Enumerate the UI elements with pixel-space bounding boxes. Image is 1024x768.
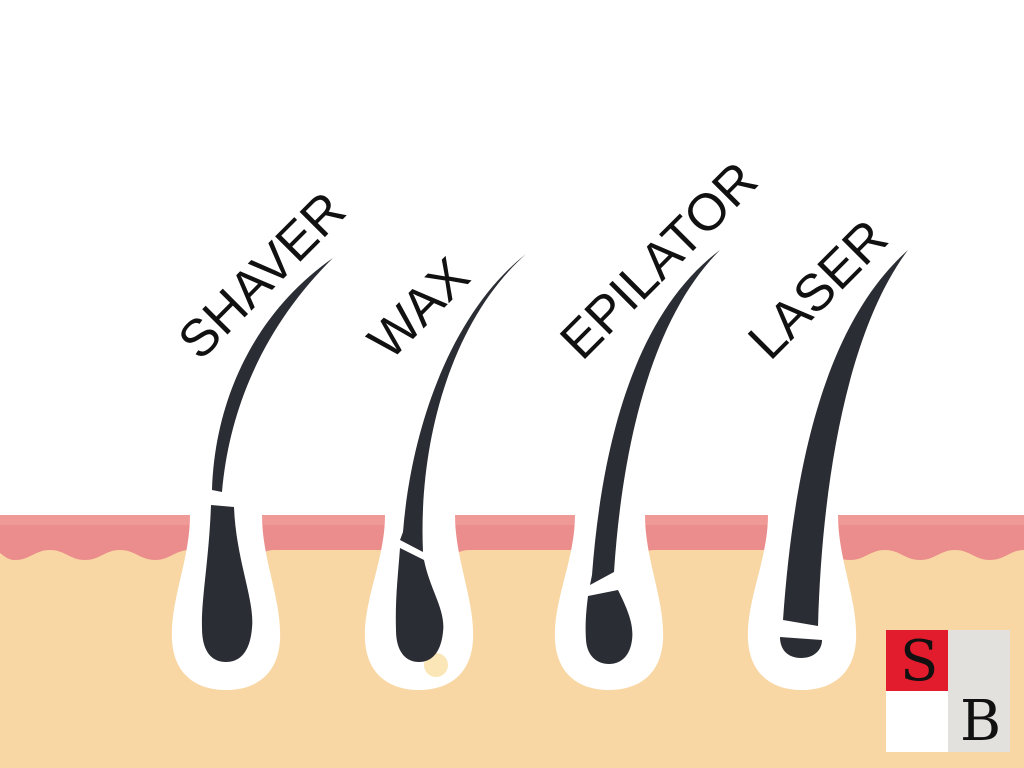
- label-wax: WAX: [357, 247, 480, 370]
- hair-epilator: [585, 250, 720, 664]
- sb-logo: S B: [886, 630, 1010, 752]
- logo-white-square: [886, 691, 948, 752]
- hair-shaver: [201, 258, 333, 662]
- skin-surface: [0, 515, 1024, 525]
- logo-red-square: [886, 630, 948, 691]
- hair-laser: [780, 250, 908, 658]
- logo-letter-b: B: [960, 689, 1002, 754]
- hair-wax: [395, 254, 526, 662]
- logo-letter-s: S: [900, 629, 939, 694]
